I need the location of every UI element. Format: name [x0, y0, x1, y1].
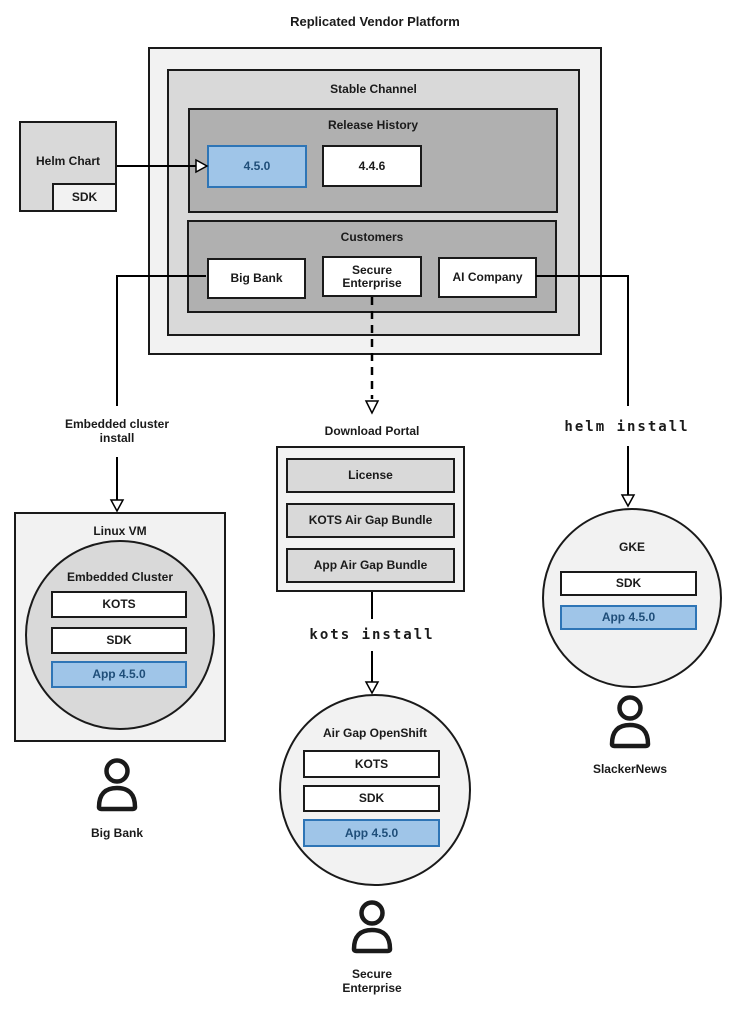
portal-item-kots-bundle: KOTS Air Gap Bundle: [286, 503, 455, 538]
portal-item-license: License: [286, 458, 455, 493]
customers-label: Customers: [340, 230, 404, 244]
gke-circle: GKE SDK App 4.5.0: [542, 508, 722, 688]
person-icon: [609, 695, 651, 749]
customer-box-ai-company: AI Company: [438, 257, 537, 298]
release-version-box-current: 4.5.0: [207, 145, 307, 188]
vendor-platform-box: Stable Channel Release History 4.5.0 4.4…: [148, 47, 602, 355]
component-box-sdk: SDK: [560, 571, 697, 596]
person-icon: [351, 900, 393, 954]
user-icon-big-bank: [89, 757, 145, 818]
component-box-sdk: SDK: [303, 785, 440, 812]
component-box-app: App 4.5.0: [560, 605, 697, 630]
stable-channel-box: Stable Channel Release History 4.5.0 4.4…: [167, 69, 580, 336]
customer-box-big-bank: Big Bank: [207, 258, 306, 299]
airgap-openshift-circle: Air Gap OpenShift KOTS SDK App 4.5.0: [279, 694, 471, 886]
release-version-box-previous: 4.4.6: [322, 145, 422, 187]
helm-install-command-label: helm install: [564, 419, 690, 435]
linux-vm-label: Linux VM: [93, 524, 147, 538]
arrowhead-down-icon: [364, 681, 380, 695]
download-portal-box: License KOTS Air Gap Bundle App Air Gap …: [276, 446, 465, 592]
component-box-app: App 4.5.0: [51, 661, 187, 688]
portal-item-app-bundle: App Air Gap Bundle: [286, 548, 455, 583]
component-box-sdk: SDK: [51, 627, 187, 654]
release-history-box: Release History 4.5.0 4.4.6: [188, 108, 558, 213]
user-label-secure-enterprise: Secure Enterprise: [342, 967, 402, 995]
component-box-kots: KOTS: [303, 750, 440, 778]
helm-chart-box: Helm Chart SDK: [19, 121, 117, 212]
airgap-openshift-label: Air Gap OpenShift: [322, 726, 427, 740]
gke-label: GKE: [618, 540, 645, 554]
release-history-label: Release History: [327, 118, 419, 132]
component-box-app: App 4.5.0: [303, 819, 440, 847]
helm-chart-label: Helm Chart: [35, 154, 100, 168]
user-icon-slackernews: [602, 694, 658, 755]
embedded-install-arrow-label: Embedded cluster install: [64, 417, 170, 445]
person-icon: [96, 758, 138, 812]
download-portal-label: Download Portal: [324, 424, 420, 438]
customers-box: Customers Big Bank Secure Enterprise AI …: [187, 220, 557, 313]
arrowhead-down-icon: [620, 494, 636, 508]
embedded-cluster-circle: Embedded Cluster KOTS SDK App 4.5.0: [25, 540, 215, 730]
user-icon-secure-enterprise: [344, 899, 400, 960]
component-box-kots: KOTS: [51, 591, 187, 618]
diagram-title: Replicated Vendor Platform: [290, 14, 460, 29]
arrowhead-down-icon: [109, 499, 125, 513]
customer-box-secure-enterprise: Secure Enterprise: [322, 256, 422, 297]
kots-install-command-label: kots install: [309, 627, 435, 643]
user-label-slackernews: SlackerNews: [592, 762, 668, 776]
arrowhead-down-icon: [364, 400, 380, 415]
linux-vm-box: Linux VM Embedded Cluster KOTS SDK App 4…: [14, 512, 226, 742]
user-label-big-bank: Big Bank: [90, 826, 143, 840]
helm-chart-sdk-box: SDK: [52, 183, 117, 212]
embedded-cluster-label: Embedded Cluster: [66, 570, 174, 584]
stable-channel-label: Stable Channel: [330, 82, 417, 96]
